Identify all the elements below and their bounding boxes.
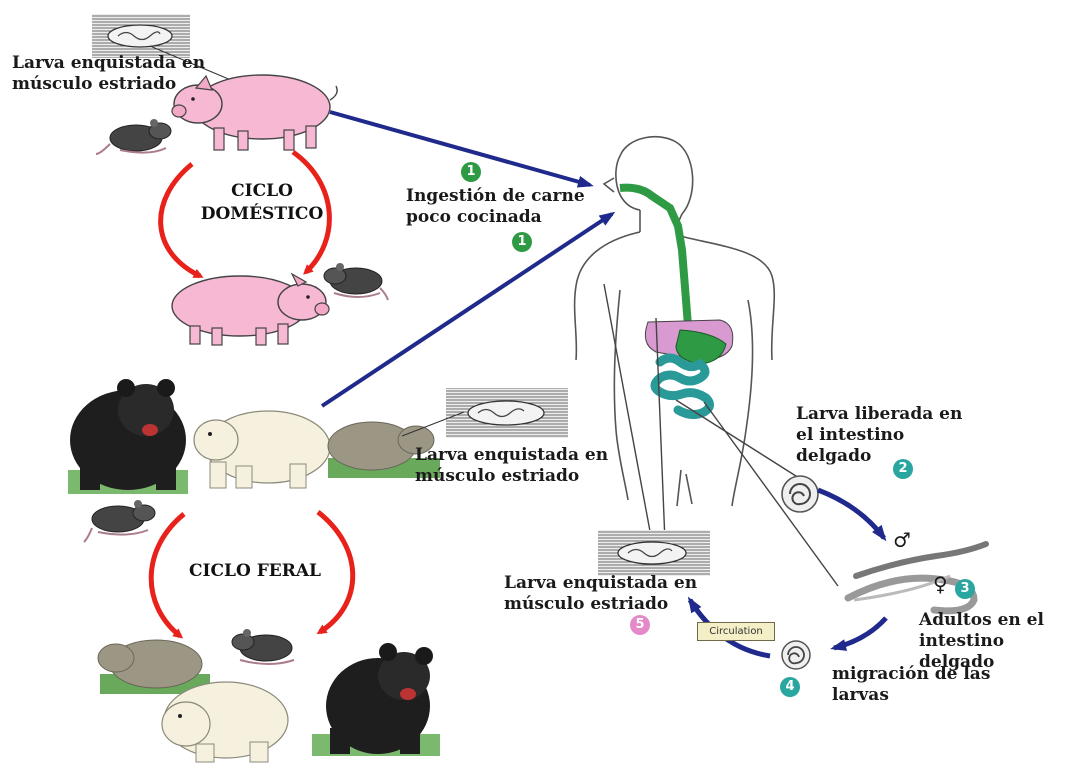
digestive-tract-icon — [620, 188, 733, 415]
label-ingestion: Ingestión de carne poco cocinada — [406, 186, 585, 228]
label-ciclo-feral: CICLO FERAL — [175, 560, 335, 583]
larva-coil-icon — [782, 641, 810, 669]
transmission-arrow-domestic — [330, 112, 590, 185]
pig-icon — [172, 274, 329, 345]
transmission-arrow-feral — [322, 214, 612, 406]
circulation-box: Circulation — [697, 622, 775, 641]
label-larva-liberada: Larva liberada en el intestino delgado — [796, 404, 962, 467]
arrow-larva-to-adult — [818, 490, 884, 538]
step-badge-2: 2 — [893, 459, 913, 479]
step-badge-3: 3 — [955, 579, 975, 599]
label-ciclo-domestico: CICLO DOMÉSTICO — [192, 180, 332, 226]
arrow-adult-to-migration — [834, 618, 886, 648]
black-bear-icon — [312, 643, 440, 756]
polar-bear-icon — [194, 411, 330, 488]
adult-worm-icon — [848, 544, 986, 611]
black-bear-icon — [68, 379, 188, 494]
muscle-tissue-icon — [598, 530, 710, 576]
label-larva-muscle-bottom: Larva enquistada en músculo estriado — [504, 573, 697, 615]
rat-icon — [84, 500, 155, 542]
label-migracion: migración de las larvas — [832, 664, 990, 706]
rat-icon — [324, 263, 388, 300]
female-symbol: ♀ — [933, 574, 948, 595]
step-badge-4: 4 — [780, 677, 800, 697]
step-badge-5: 5 — [630, 615, 650, 635]
male-symbol: ♂ — [893, 530, 911, 551]
step-badge-1: 1 — [461, 162, 481, 182]
polar-bear-icon — [162, 682, 288, 762]
step-badge-1: 1 — [512, 232, 532, 252]
label-larva-muscle-top: Larva enquistada en músculo estriado — [12, 53, 205, 95]
boar-icon — [98, 640, 210, 694]
label-larva-muscle-mid: Larva enquistada en músculo estriado — [415, 445, 608, 487]
larva-migration-line — [604, 284, 652, 542]
larva-coil-icon — [782, 476, 818, 512]
rat-icon — [232, 629, 294, 664]
rat-icon — [96, 119, 171, 154]
